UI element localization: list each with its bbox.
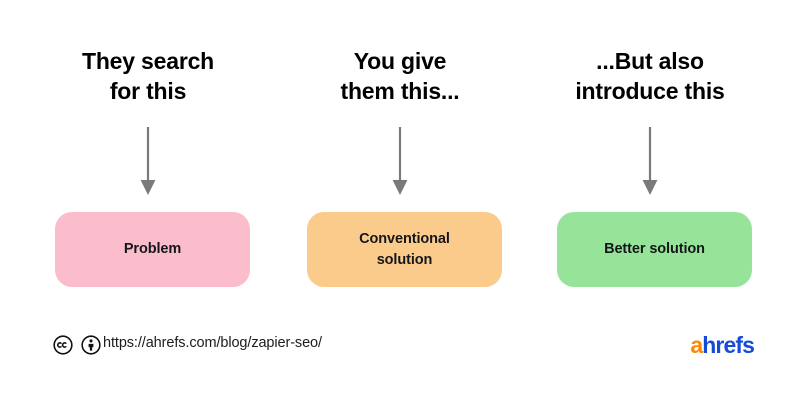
source-url[interactable]: https://ahrefs.com/blog/zapier-seo/ [103, 335, 322, 351]
box-label-better-solution: Better solution [604, 241, 705, 258]
box-problem[interactable]: Problem [55, 212, 250, 287]
column-problem: They search for this Problem [33, 0, 263, 300]
box-label-problem: Problem [123, 241, 182, 258]
box-label-conventional-solution: Conventional solution [359, 230, 450, 268]
ahrefs-logo[interactable]: ahrefs [690, 332, 755, 358]
box-conventional-solution[interactable]: Conventional solution [307, 212, 502, 287]
creative-commons-icon [53, 335, 73, 355]
down-arrow-icon-2 [390, 126, 410, 196]
creative-commons-by-icon [81, 335, 101, 355]
column-heading-2: You give them this... [340, 48, 460, 105]
column-heading-1: They search for this [81, 48, 215, 105]
license-icons [53, 330, 101, 360]
ahrefs-logo-accent: a [690, 332, 703, 358]
box-better-solution[interactable]: Better solution [557, 212, 752, 287]
column-heading-3: ...But also introduce this [575, 48, 725, 105]
footer: https://ahrefs.com/blog/zapier-seo/ ahre… [0, 330, 800, 370]
ahrefs-logo-text: hrefs [702, 332, 755, 358]
column-conventional-solution: You give them this... Conventional solut… [285, 0, 515, 300]
down-arrow-icon-3 [640, 126, 660, 196]
column-better-solution: ...But also introduce this Better soluti… [535, 0, 765, 300]
down-arrow-icon-1 [138, 126, 158, 196]
